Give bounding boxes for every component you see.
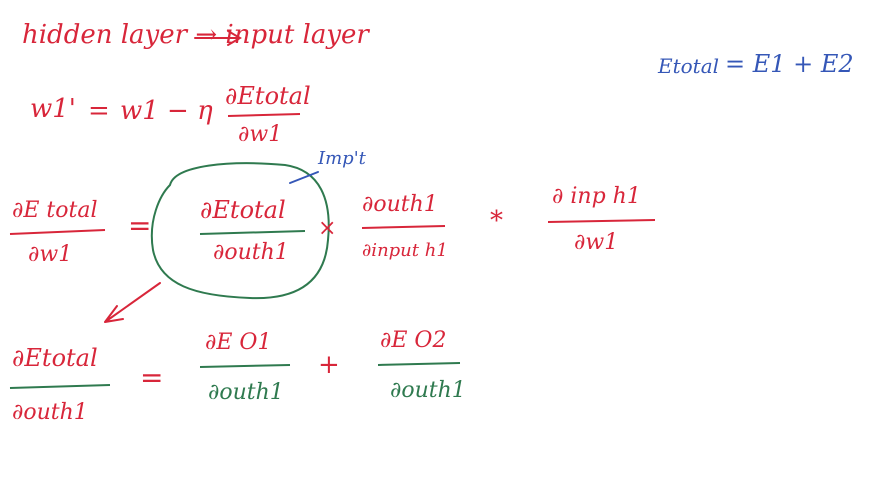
exp-t2-bar [377,362,461,366]
total-error-rhs: = E1 + E2 [725,50,854,78]
exp-lhs-num: ∂Etotal [12,344,98,372]
total-error-lhs: Etotal [658,54,720,78]
update-equals: = [88,96,110,126]
update-rhs-start: w1 − η [120,96,213,126]
chain-t3-num: ∂ inp h1 [552,184,641,209]
exp-t2-num: ∂E O2 [380,328,447,353]
chain-t3-den: ∂w1 [574,230,619,255]
chain-t2-bar [361,225,446,229]
chain-t1-bar [199,230,306,235]
exp-lhs-bar [9,384,111,389]
important-annotation: Imp't [318,148,366,169]
chain-t1-num: ∂Etotal [200,196,286,224]
exp-plus: + [318,350,340,380]
exp-lhs-den: ∂outh1 [12,400,88,425]
update-lhs: w1' [30,94,76,124]
chain-t2-den: ∂input h1 [362,240,448,261]
exp-t1-den: ∂outh1 [208,380,284,405]
heading-arrow-icon [194,30,242,46]
exp-t1-bar [199,364,291,368]
chain-t1-den: ∂outh1 [213,240,289,265]
update-frac-den: ∂w1 [238,122,283,147]
chain-t2-num: ∂outh1 [362,192,438,217]
chain-lhs-num: ∂E total [12,198,98,223]
exp-t1-num: ∂E O1 [205,330,272,355]
chain-times1: × [318,216,337,241]
exp-equals: = [140,361,164,394]
exp-t2-den: ∂outh1 [390,378,466,403]
chain-t3-bar [547,219,656,223]
chain-equals: = [128,209,152,242]
annotation-pointer [289,171,319,184]
chain-times2: * [490,206,503,236]
chain-lhs-bar [9,229,106,235]
chain-lhs-den: ∂w1 [28,242,73,267]
update-frac-bar [227,113,301,117]
heading-text: hidden layer → input layer [22,20,369,50]
highlight-circle [150,162,330,300]
update-frac-num: ∂Etotal [225,82,311,110]
down-left-arrow-icon [104,282,161,323]
